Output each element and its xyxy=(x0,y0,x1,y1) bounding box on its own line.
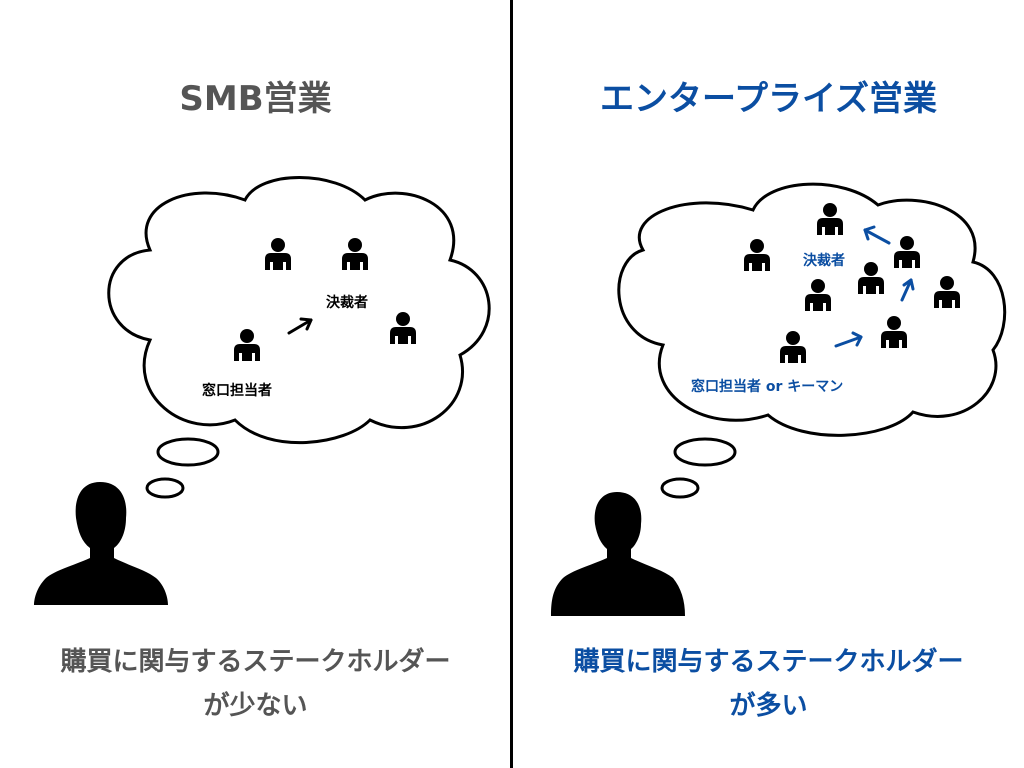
panel-divider xyxy=(510,0,513,768)
contact-label: 窓口担当者 or キーマン xyxy=(691,379,844,395)
smb-caption-line1: 購買に関与するステークホルダー xyxy=(60,647,451,677)
salesperson-silhouette xyxy=(34,482,168,605)
enterprise-panel: エンタープライズ営業 決裁者 窓口担当者 or キーマン 購買に関与するステーク… xyxy=(513,0,1024,768)
thought-bubble-small xyxy=(145,477,185,499)
enterprise-caption: 購買に関与するステークホルダー が多い xyxy=(513,640,1024,728)
decision-maker-label: 決裁者 xyxy=(326,295,368,311)
thought-bubble-large xyxy=(673,437,737,467)
thought-bubble-large xyxy=(156,437,220,467)
arrow-icon xyxy=(287,317,313,335)
contact-label: 窓口担当者 xyxy=(202,383,272,399)
thought-cloud xyxy=(617,182,1007,437)
thought-bubble-small xyxy=(660,477,700,499)
smb-caption-line2: が少ない xyxy=(203,691,308,721)
enterprise-title: エンタープライズ営業 xyxy=(600,79,937,119)
arrow-icon xyxy=(900,278,915,302)
enterprise-caption-line1: 購買に関与するステークホルダー xyxy=(573,647,964,677)
decision-maker-label: 決裁者 xyxy=(803,253,845,269)
salesperson-silhouette xyxy=(551,492,685,616)
enterprise-scene xyxy=(551,182,1007,616)
enterprise-caption-line2: が多い xyxy=(729,691,808,721)
smb-title: SMB営業 xyxy=(179,79,332,119)
smb-caption: 購買に関与するステークホルダー が少ない xyxy=(0,640,511,728)
arrow-icon xyxy=(863,225,891,245)
thought-cloud xyxy=(107,176,491,445)
arrow-icon xyxy=(834,331,863,348)
smb-panel: SMB営業 決裁者 窓口担当者 購買に関与するステークホルダー が少ない xyxy=(0,0,511,768)
smb-scene xyxy=(34,176,491,605)
